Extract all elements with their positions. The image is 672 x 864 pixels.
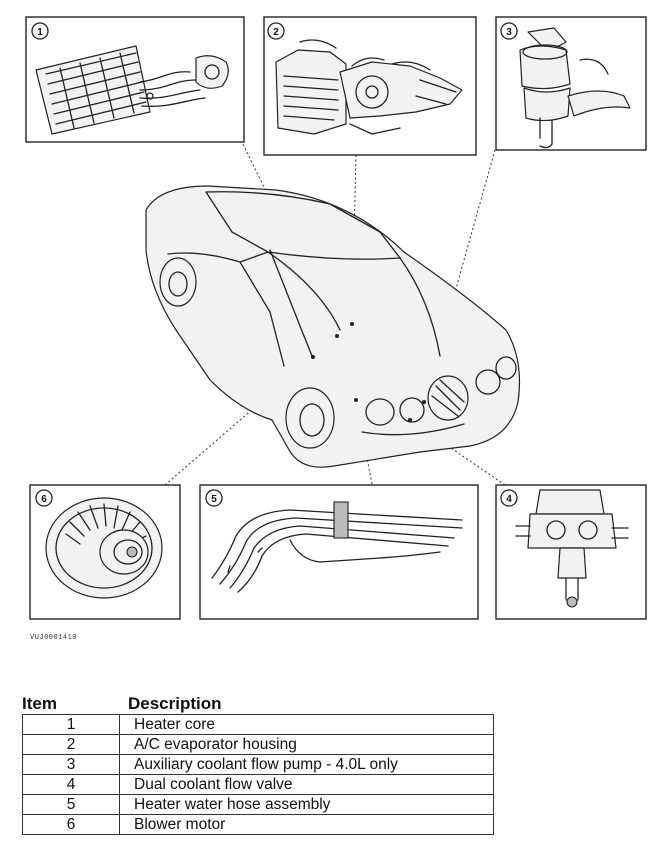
table-row: 2 A/C evaporator housing xyxy=(22,734,494,755)
svg-text:1: 1 xyxy=(37,27,43,38)
figure-reference-code: VUJ0001410 xyxy=(30,634,78,642)
callout-number-3: 3 xyxy=(500,22,518,40)
blower-motor-illustration xyxy=(45,497,163,599)
table-row: 4 Dual coolant flow valve xyxy=(22,774,494,795)
dual-coolant-valve-illustration xyxy=(515,489,629,608)
legend-item-number: 5 xyxy=(22,794,120,815)
heater-core-illustration xyxy=(35,45,229,135)
evaporator-housing-illustration xyxy=(275,39,463,135)
legend-header-description: Description xyxy=(128,694,222,713)
svg-text:6: 6 xyxy=(41,494,47,505)
table-row: 6 Blower motor xyxy=(22,814,494,835)
legend-item-number: 3 xyxy=(22,754,120,775)
svg-text:4: 4 xyxy=(506,494,512,505)
leader-5 xyxy=(355,399,373,485)
legend-item-number: 4 xyxy=(22,774,120,795)
vehicle-illustration xyxy=(145,185,521,468)
component-diagram: 1 2 3 4 5 6 xyxy=(25,16,647,620)
callout-number-1: 1 xyxy=(31,22,49,40)
legend-header: Item Description xyxy=(22,692,494,714)
legend-item-number: 6 xyxy=(22,814,120,835)
legend-item-description: Dual coolant flow valve xyxy=(119,774,494,795)
legend-item-description: Heater water hose assembly xyxy=(119,794,494,815)
table-row: 1 Heater core xyxy=(22,714,494,735)
legend-item-description: A/C evaporator housing xyxy=(119,734,494,755)
callout-number-5: 5 xyxy=(205,489,223,507)
legend-item-number: 2 xyxy=(22,734,120,755)
legend-item-number: 1 xyxy=(22,714,120,735)
svg-text:2: 2 xyxy=(273,27,279,38)
table-row: 5 Heater water hose assembly xyxy=(22,794,494,815)
legend-header-item: Item xyxy=(22,694,57,713)
heater-hose-illustration xyxy=(211,501,463,593)
legend-table: Item Description 1 Heater core 2 A/C eva… xyxy=(22,692,494,835)
svg-text:3: 3 xyxy=(506,27,512,38)
legend-item-description: Blower motor xyxy=(119,814,494,835)
callout-number-6: 6 xyxy=(35,489,53,507)
table-row: 3 Auxiliary coolant flow pump - 4.0L onl… xyxy=(22,754,494,775)
svg-text:5: 5 xyxy=(211,494,217,505)
auxiliary-coolant-pump-illustration xyxy=(519,27,631,149)
legend-item-description: Heater core xyxy=(119,714,494,735)
legend-rows: 1 Heater core 2 A/C evaporator housing 3… xyxy=(22,714,494,835)
legend-item-description: Auxiliary coolant flow pump - 4.0L only xyxy=(119,754,494,775)
callout-number-2: 2 xyxy=(267,22,285,40)
leader-3 xyxy=(423,149,496,403)
callout-box-3 xyxy=(495,16,647,151)
location-markers xyxy=(311,322,426,422)
callout-number-4: 4 xyxy=(500,489,518,507)
